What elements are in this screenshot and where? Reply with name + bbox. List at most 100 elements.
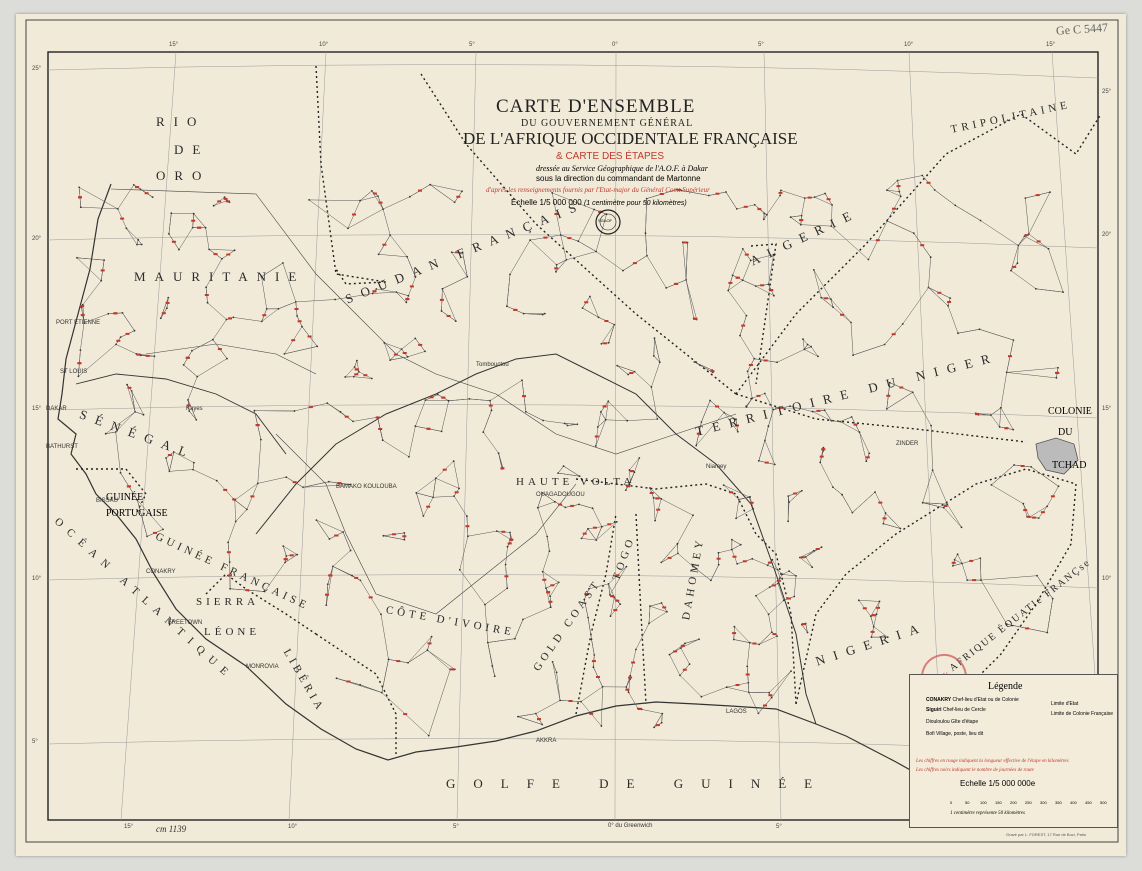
settlement-dot [660, 602, 663, 604]
settlement-dot [722, 484, 725, 486]
route-segment [701, 400, 711, 423]
route-segment [766, 195, 781, 215]
settlement-dot [717, 563, 720, 566]
route-segment [483, 410, 492, 433]
distance-mark [680, 644, 685, 647]
distance-mark [354, 576, 359, 579]
route-segment [813, 269, 832, 300]
settlement-dot [382, 208, 384, 211]
distance-mark [456, 195, 461, 198]
route-segment [752, 558, 768, 566]
route-segment [821, 297, 834, 308]
distance-mark [1012, 265, 1017, 268]
settlement-dot [1055, 377, 1058, 379]
route-segment [651, 362, 661, 388]
distance-mark [1035, 194, 1040, 197]
route-segment [772, 559, 778, 570]
distance-mark [728, 281, 733, 284]
distance-mark [584, 593, 589, 596]
route-segment [591, 639, 595, 656]
route-segment [629, 469, 631, 483]
route-segment [595, 214, 607, 252]
settlement-dot [757, 459, 760, 462]
route-segment [83, 313, 109, 324]
route-segment [763, 214, 768, 220]
distance-mark [772, 633, 777, 636]
route-segment [768, 254, 774, 285]
settlement-dot [260, 275, 263, 278]
emblem-seal [595, 209, 621, 235]
grid-top-6: 15° [1046, 42, 1056, 48]
route-segment [885, 512, 901, 529]
route-segment [609, 566, 627, 595]
route-segment [1000, 407, 1014, 430]
colony-boundaries [110, 188, 737, 615]
route-segment [517, 713, 536, 717]
distance-mark [418, 343, 423, 346]
settlement-dot [695, 444, 698, 447]
route-segment [782, 574, 797, 577]
settlement-dot [748, 641, 751, 644]
distance-mark [824, 297, 829, 300]
route-segment [284, 554, 298, 563]
distance-mark [865, 456, 870, 459]
route-segment [928, 257, 931, 288]
map-credit-3: d'après les renseignements fournis par l… [486, 186, 710, 194]
distance-mark [710, 370, 715, 373]
distance-mark [1020, 465, 1025, 467]
route-segment [859, 432, 870, 454]
distance-mark [715, 405, 720, 408]
route-segment [805, 550, 814, 558]
route-segment [685, 242, 688, 280]
route-segment [723, 412, 739, 432]
route-segment [407, 636, 432, 663]
distance-mark [819, 455, 824, 458]
route-segment [557, 465, 564, 474]
route-segment [192, 469, 217, 481]
settlement-dot [353, 366, 356, 368]
route-segment [661, 498, 694, 516]
route-segment [451, 252, 468, 277]
route-segment [207, 302, 227, 320]
route-segment [592, 508, 603, 527]
distance-mark [501, 530, 506, 533]
route-segment [126, 384, 136, 412]
settlement-dot [652, 355, 655, 357]
route-segment [1048, 248, 1064, 293]
settlement-dot [225, 318, 228, 321]
grid-top-0: 15° [169, 42, 179, 48]
route-segment [257, 439, 262, 484]
route-segment [649, 605, 667, 613]
settlement-dot [104, 432, 107, 435]
route-segment [735, 508, 754, 519]
distance-mark [294, 308, 299, 310]
distance-mark [972, 579, 977, 582]
distance-mark [744, 253, 749, 256]
route-segment [677, 515, 694, 544]
emblem-text: SGAOF [598, 218, 613, 223]
settlement-dot [79, 206, 82, 209]
route-segment [651, 386, 658, 420]
distance-mark [870, 630, 875, 633]
route-segment [183, 364, 198, 377]
settlement-dot [771, 558, 774, 561]
distance-mark [227, 574, 232, 577]
route-segment [427, 650, 451, 670]
route-segment [653, 338, 655, 356]
distance-mark [126, 485, 131, 488]
route-segment [677, 553, 694, 567]
distance-mark [446, 315, 451, 317]
scale-tick-label: 0 [950, 800, 953, 805]
route-segment [1006, 372, 1057, 379]
route-segment [812, 411, 832, 421]
route-segment [382, 209, 391, 236]
distance-mark [752, 642, 757, 645]
distance-mark [1024, 234, 1029, 237]
distance-mark [779, 406, 784, 409]
settlement-dot [901, 323, 904, 325]
settlement-dot [776, 361, 778, 364]
route-segment [578, 504, 593, 509]
route-segment [684, 639, 700, 644]
distance-mark [926, 181, 931, 184]
route-segment [824, 410, 832, 421]
